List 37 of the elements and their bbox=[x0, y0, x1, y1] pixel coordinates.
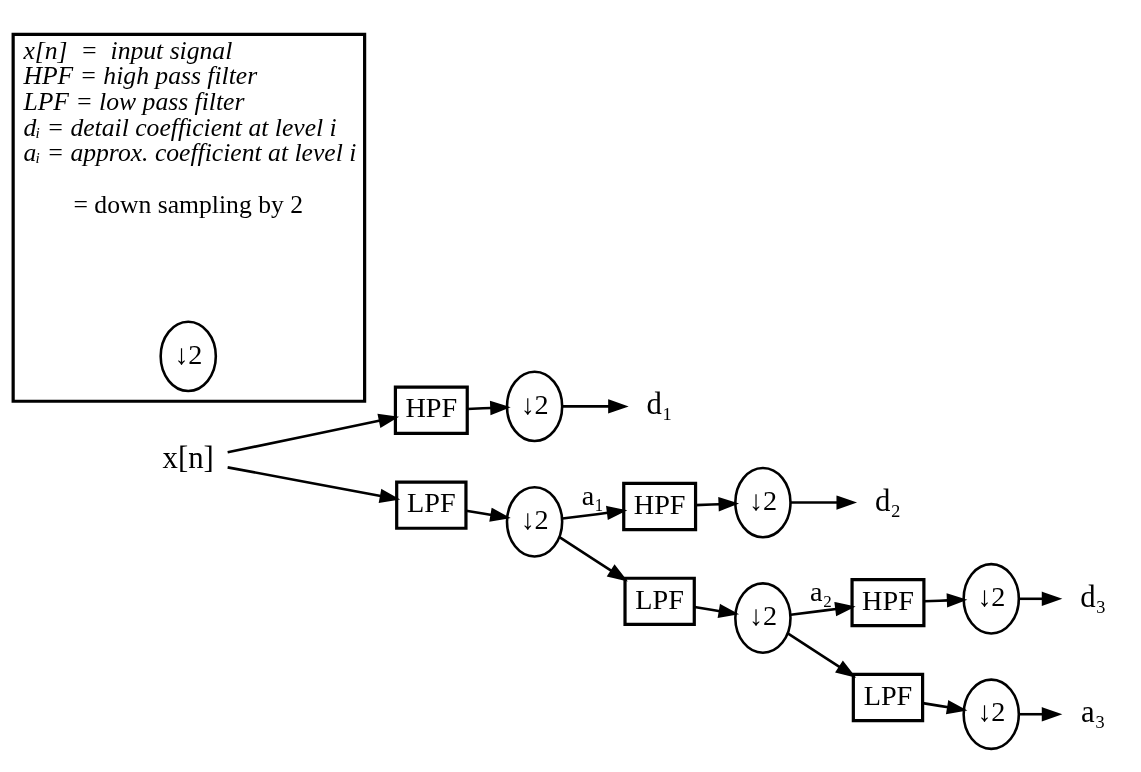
node-text: x[n] bbox=[162, 440, 214, 475]
arrow bbox=[923, 592, 968, 608]
node-text: d₂ bbox=[874, 483, 902, 518]
arrow bbox=[562, 398, 629, 414]
node-text: d₁ bbox=[646, 386, 673, 421]
edge-label: a₂ bbox=[810, 575, 833, 607]
arrow bbox=[694, 603, 740, 618]
node-box: HPF bbox=[850, 577, 926, 627]
node-label: = down sampling by 2 bbox=[73, 189, 304, 219]
node-ellipse: ↓2 bbox=[734, 466, 792, 538]
node-box: LPF bbox=[623, 576, 696, 626]
arrow bbox=[562, 505, 628, 520]
node-box: LPF bbox=[395, 479, 468, 530]
arrow bbox=[787, 631, 857, 678]
arrow bbox=[790, 494, 858, 510]
node-ellipse: ↓2 bbox=[734, 581, 792, 654]
node-ellipse: ↓2 bbox=[505, 485, 564, 558]
arrow bbox=[465, 507, 511, 522]
arrow bbox=[227, 413, 400, 454]
arrow bbox=[695, 496, 740, 511]
node-ellipse: ↓2 bbox=[962, 677, 1021, 750]
node-ellipse: ↓2 bbox=[159, 319, 218, 392]
node-text: d₃ bbox=[1080, 579, 1107, 614]
edge-label: a₁ bbox=[581, 479, 605, 511]
arrow bbox=[922, 699, 968, 714]
arrow bbox=[467, 400, 511, 415]
arrow bbox=[790, 601, 856, 616]
node-ellipse: ↓2 bbox=[962, 562, 1021, 635]
node-text: a₃ bbox=[1081, 694, 1106, 729]
arrow bbox=[558, 535, 628, 582]
arrow bbox=[1019, 706, 1063, 721]
node-ellipse: ↓2 bbox=[505, 369, 564, 442]
arrow bbox=[227, 465, 401, 503]
node-box: HPF bbox=[393, 385, 469, 435]
node-box: HPF bbox=[622, 481, 698, 531]
arrow bbox=[1019, 591, 1063, 606]
node-box: LPF bbox=[851, 672, 925, 722]
